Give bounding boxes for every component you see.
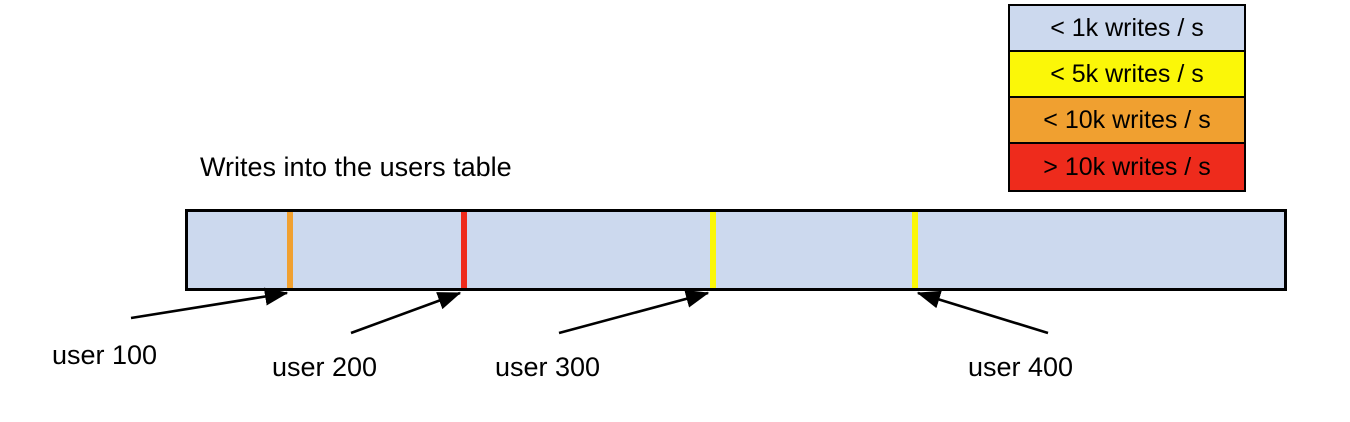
arrow-user-200: [350, 291, 462, 335]
users-table-band: [185, 209, 1287, 291]
legend-row-under-10k: < 10k writes / s: [1010, 98, 1244, 144]
chart-title: Writes into the users table: [200, 152, 512, 182]
legend: < 1k writes / s < 5k writes / s < 10k wr…: [1008, 4, 1246, 192]
legend-label-under-5k: < 5k writes / s: [1050, 59, 1204, 88]
arrow-user-400: [916, 290, 1049, 335]
arrow-user-100: [130, 287, 289, 320]
stripe-user-300: [710, 212, 716, 288]
arrow-user-300: [558, 289, 710, 335]
legend-row-under-5k: < 5k writes / s: [1010, 52, 1244, 98]
legend-label-under-10k: < 10k writes / s: [1043, 105, 1211, 134]
legend-row-over-10k: > 10k writes / s: [1010, 144, 1244, 190]
legend-row-under-1k: < 1k writes / s: [1010, 6, 1244, 52]
stripe-user-400: [912, 212, 918, 288]
label-user-200: user 200: [272, 352, 378, 382]
label-user-100: user 100: [52, 340, 158, 370]
legend-label-over-10k: > 10k writes / s: [1043, 152, 1211, 181]
stripe-user-200: [461, 212, 467, 288]
label-user-300: user 300: [495, 352, 601, 382]
label-user-400: user 400: [968, 352, 1074, 382]
stripe-user-100: [287, 212, 293, 288]
legend-label-under-1k: < 1k writes / s: [1050, 13, 1204, 42]
